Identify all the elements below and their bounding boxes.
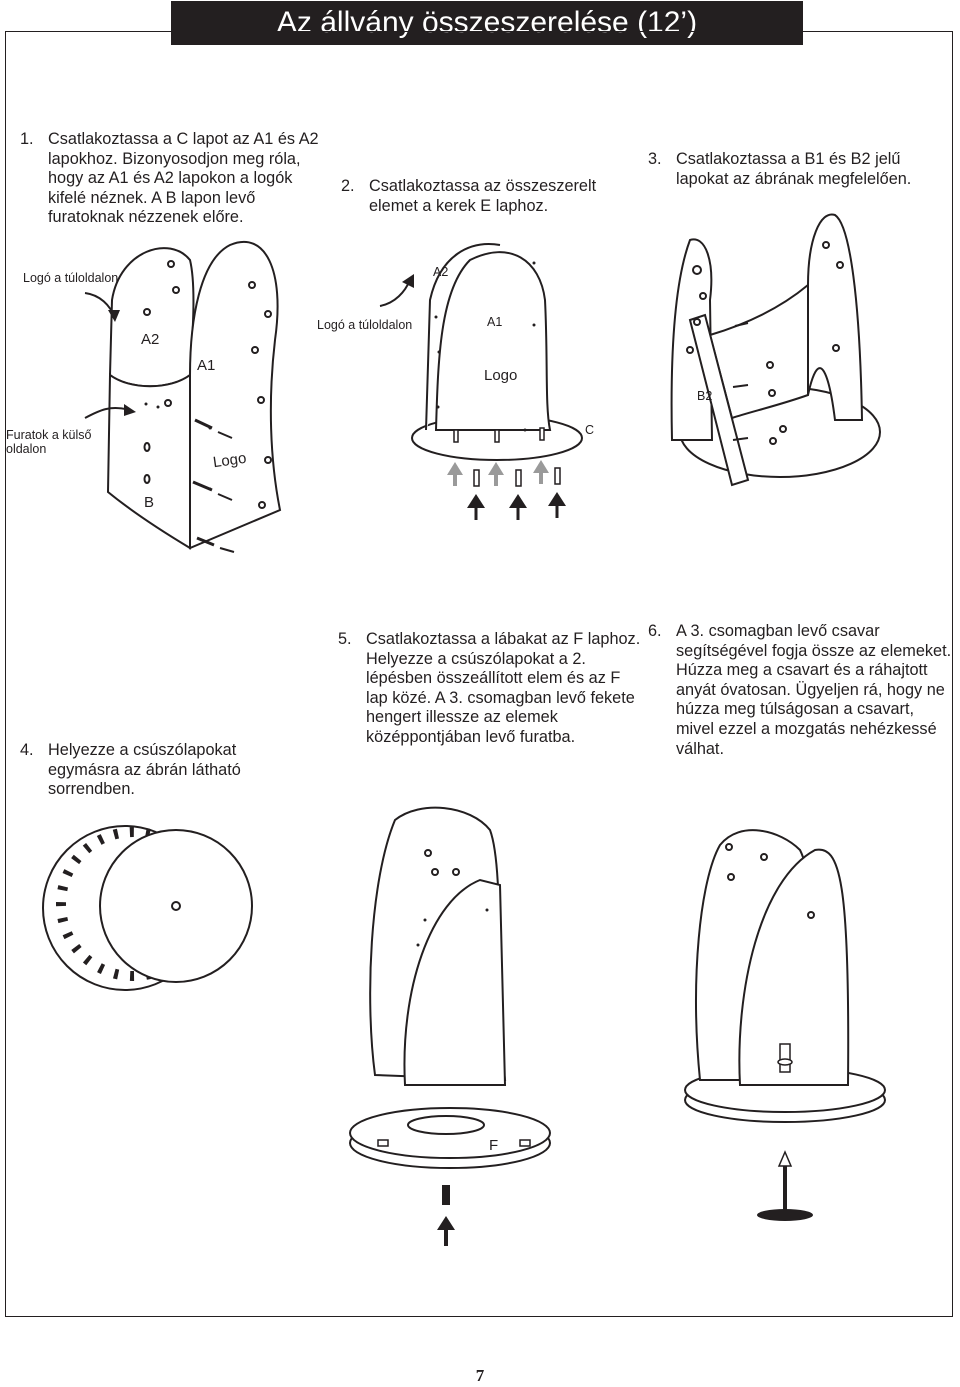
step-3-text: Csatlakoztassa a B1 és B2 jelű lapokat a…	[676, 150, 912, 188]
page-number: 7	[475, 1366, 485, 1385]
step-4-text: Helyezze a csúszólapokat egymásra az ábr…	[48, 741, 241, 799]
fig3-b2-label: B2	[697, 389, 713, 403]
fig1-a1-label: A1	[197, 357, 216, 374]
fig1-b-label: B	[144, 494, 155, 511]
step-1: 1. Csatlakoztassa a C lapot az A1 és A2 …	[20, 130, 330, 228]
fig2-a2-label: A2	[433, 265, 449, 279]
step-5: 5. Csatlakoztassa a lábakat az F laphoz.…	[338, 630, 643, 748]
page-frame	[5, 31, 953, 1317]
fig2-logo-back-label: Logó a túloldalon	[317, 318, 413, 332]
page-title: Az állvány összeszerelése (12’)	[171, 1, 803, 45]
fig5-f-label: F	[489, 1137, 499, 1154]
fig1-holes-outside-label: Furatok a külső oldalon	[6, 428, 92, 456]
step-1-number: 1.	[20, 130, 34, 148]
fig1-a2-label: A2	[141, 331, 160, 348]
step-6: 6. A 3. csomagban levő csavar segítségév…	[648, 622, 953, 759]
fig2-c-label: C	[585, 423, 595, 437]
step-4-number: 4.	[20, 741, 34, 759]
step-5-text: Csatlakoztassa a lábakat az F laphoz. He…	[366, 630, 641, 746]
step-2-number: 2.	[341, 177, 355, 195]
step-1-text: Csatlakoztassa a C lapot az A1 és A2 lap…	[48, 130, 319, 227]
step-2: 2. Csatlakoztassa az összeszerelt elemet…	[341, 177, 631, 216]
step-5-number: 5.	[338, 630, 352, 648]
step-3: 3. Csatlakoztassa a B1 és B2 jelű lapoka…	[648, 150, 948, 189]
fig2-logo-label: Logo	[484, 367, 518, 384]
step-6-text: A 3. csomagban levő csavar segítségével …	[676, 622, 952, 758]
step-4: 4. Helyezze a csúszólapokat egymásra az …	[20, 741, 270, 800]
fig2-a1-label: A1	[487, 315, 503, 329]
step-3-number: 3.	[648, 150, 662, 168]
fig1-logo-back-label: Logó a túloldalon	[23, 271, 119, 285]
step-6-number: 6.	[648, 622, 662, 640]
step-2-text: Csatlakoztassa az összeszerelt elemet a …	[369, 177, 597, 215]
